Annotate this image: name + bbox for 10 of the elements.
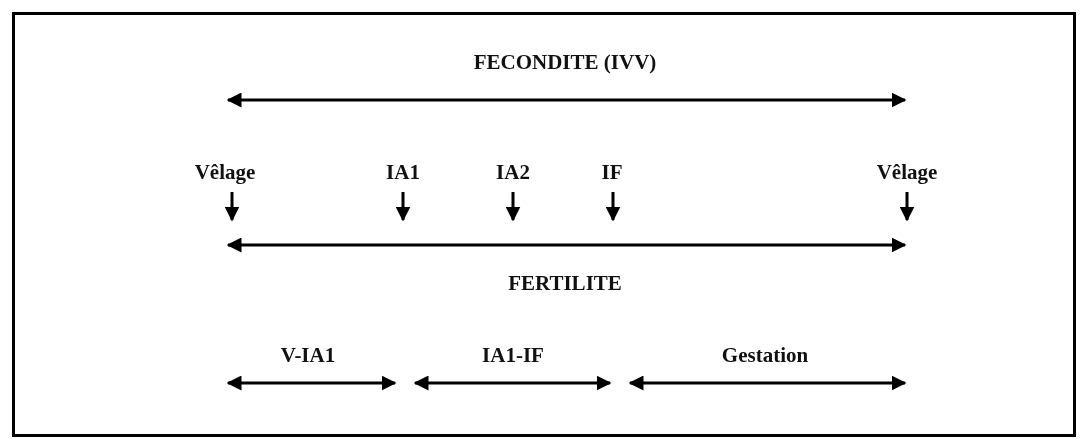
- span-title: FECONDITE (IVV): [473, 49, 657, 75]
- event-label: IA1: [386, 159, 420, 185]
- period-label: Gestation: [721, 342, 809, 368]
- event-label: IA2: [496, 159, 530, 185]
- period-label: V-IA1: [280, 342, 336, 368]
- span-title: FERTILITE: [508, 270, 622, 296]
- event-label: IF: [601, 159, 623, 185]
- event-label: Vêlage: [194, 159, 256, 185]
- period-label: IA1-IF: [482, 342, 544, 368]
- event-label: Vêlage: [876, 159, 938, 185]
